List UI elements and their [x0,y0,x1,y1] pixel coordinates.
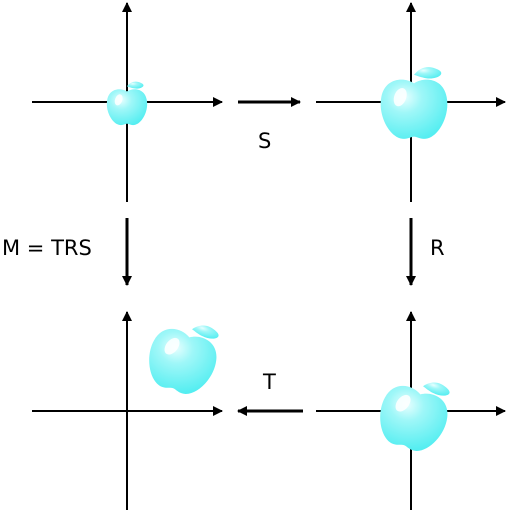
scale-label: S [258,129,271,153]
translate-label: T [262,370,276,394]
apple-icon [371,368,458,458]
panel-scaled [316,2,506,202]
composite-label: M = TRS [2,236,92,260]
apple-icon [380,67,448,139]
apple-icon [140,311,227,401]
panel-original [32,2,223,202]
rotate-label: R [430,236,445,260]
panel-rotated [316,311,506,510]
panel-translated [32,311,227,510]
